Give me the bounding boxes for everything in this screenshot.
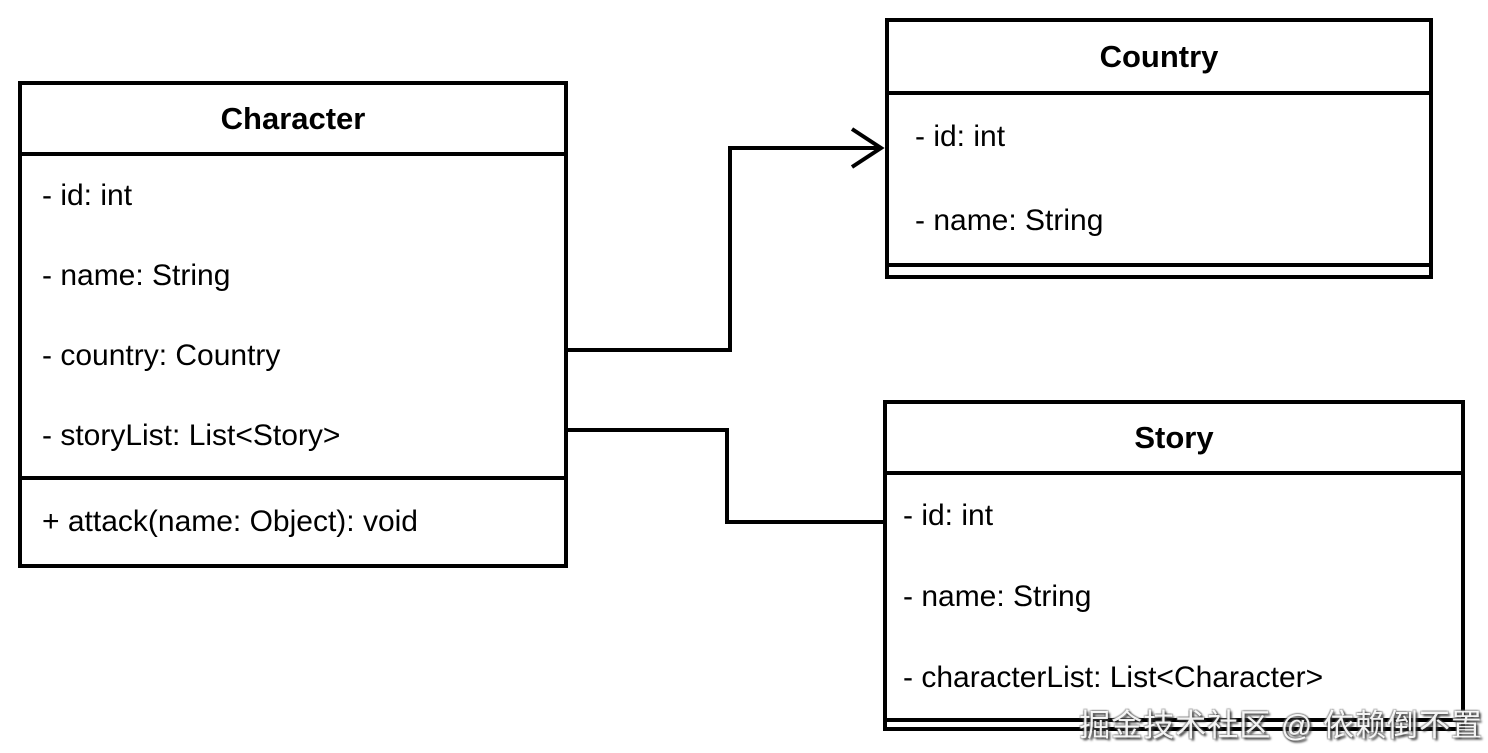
class-title-character: Character bbox=[22, 85, 564, 156]
attribute-row: - storyList: List<Story> bbox=[42, 419, 341, 452]
method-row: + attack(name: Object): void bbox=[42, 505, 418, 538]
attributes-compartment: - id: int - name: String bbox=[889, 95, 1429, 263]
watermark: 掘金技术社区 @ 依赖倒不置 bbox=[1079, 708, 1483, 743]
attribute-row: - name: String bbox=[42, 259, 231, 292]
attribute-row: - characterList: List<Character> bbox=[903, 660, 1324, 694]
attribute-row: - id: int bbox=[915, 120, 1006, 153]
methods-compartment-empty bbox=[889, 263, 1429, 275]
methods-compartment: + attack(name: Object): void bbox=[22, 476, 564, 564]
methods-compartment-empty bbox=[887, 718, 1461, 727]
class-title-country: Country bbox=[889, 22, 1429, 95]
attribute-row: - country: Country bbox=[42, 339, 281, 372]
class-box-country: Country - id: int - name: String bbox=[885, 18, 1433, 279]
attribute-row: - id: int bbox=[903, 498, 994, 532]
class-title-story: Story bbox=[887, 404, 1461, 475]
class-box-character: Character - id: int - name: String - cou… bbox=[18, 81, 568, 568]
attributes-compartment: - id: int - name: String - country: Coun… bbox=[22, 156, 564, 476]
attribute-row: - id: int bbox=[42, 179, 133, 212]
association-character-story-line bbox=[566, 428, 885, 524]
class-box-story: Story - id: int - name: String - charact… bbox=[883, 400, 1465, 731]
attributes-compartment: - id: int - name: String - characterList… bbox=[887, 475, 1461, 718]
open-arrowhead-icon bbox=[850, 127, 885, 169]
attribute-row: - name: String bbox=[903, 579, 1092, 613]
association-character-country-line bbox=[566, 146, 880, 352]
attribute-row: - name: String bbox=[915, 204, 1104, 237]
